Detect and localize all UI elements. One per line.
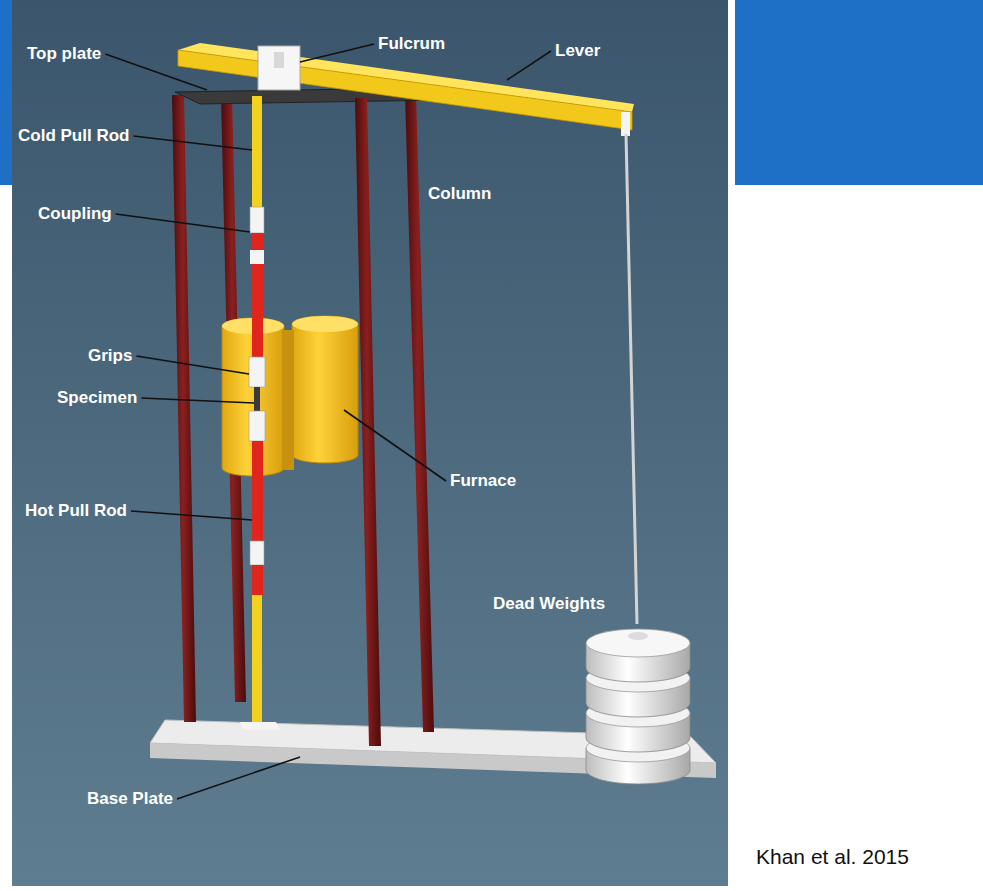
leader-line xyxy=(507,51,551,80)
corner-band xyxy=(0,0,12,185)
leader-line xyxy=(131,511,252,520)
coupling xyxy=(250,541,264,565)
dead-weights xyxy=(586,629,690,784)
part-label: Lever xyxy=(555,41,600,61)
grip xyxy=(249,411,265,441)
picture-ground xyxy=(12,0,728,886)
cold-pull-rod xyxy=(252,595,262,723)
part-label: Column xyxy=(428,184,491,204)
leader-line xyxy=(133,136,252,150)
part-label: Cold Pull Rod xyxy=(18,126,129,146)
leader-line xyxy=(136,356,249,374)
part-label: Grips xyxy=(88,346,132,366)
leader-line xyxy=(116,214,250,232)
lever xyxy=(178,50,632,130)
hot-pull-rod xyxy=(252,317,263,357)
specimen xyxy=(254,387,260,411)
leader-line xyxy=(344,410,446,481)
furnace-top xyxy=(292,316,358,332)
corner-band xyxy=(735,0,983,185)
part-label: Dead Weights xyxy=(493,594,605,614)
fulcrum xyxy=(258,46,300,90)
coupling xyxy=(250,250,264,264)
leader-line xyxy=(300,44,374,62)
hot-pull-rod xyxy=(252,565,263,595)
column xyxy=(355,98,381,746)
rod-foot xyxy=(240,722,280,730)
part-label: Fulcrum xyxy=(378,34,445,54)
furnace-shell xyxy=(292,316,358,463)
hanger xyxy=(621,112,630,136)
furnace-gap xyxy=(282,330,294,470)
leader-line xyxy=(177,757,300,799)
part-label: Top plate xyxy=(27,44,101,64)
load-wire xyxy=(626,134,637,624)
coupling xyxy=(250,207,264,233)
fulcrum-pin xyxy=(274,52,284,68)
cold-pull-rod xyxy=(252,96,262,208)
weight-hook xyxy=(628,632,648,640)
leader-line xyxy=(105,54,207,90)
grip xyxy=(249,357,265,387)
part-label: Hot Pull Rod xyxy=(25,501,127,521)
part-label: Base Plate xyxy=(87,789,173,809)
leader-line xyxy=(141,398,254,403)
hot-pull-rod xyxy=(252,233,263,317)
part-label: Furnace xyxy=(450,471,516,491)
hot-pull-rod xyxy=(252,441,263,541)
part-label: Specimen xyxy=(57,388,137,408)
weight-disc xyxy=(586,629,690,657)
column xyxy=(172,95,196,722)
part-label: Coupling xyxy=(38,204,112,224)
citation-caption: Khan et al. 2015 xyxy=(756,845,909,869)
